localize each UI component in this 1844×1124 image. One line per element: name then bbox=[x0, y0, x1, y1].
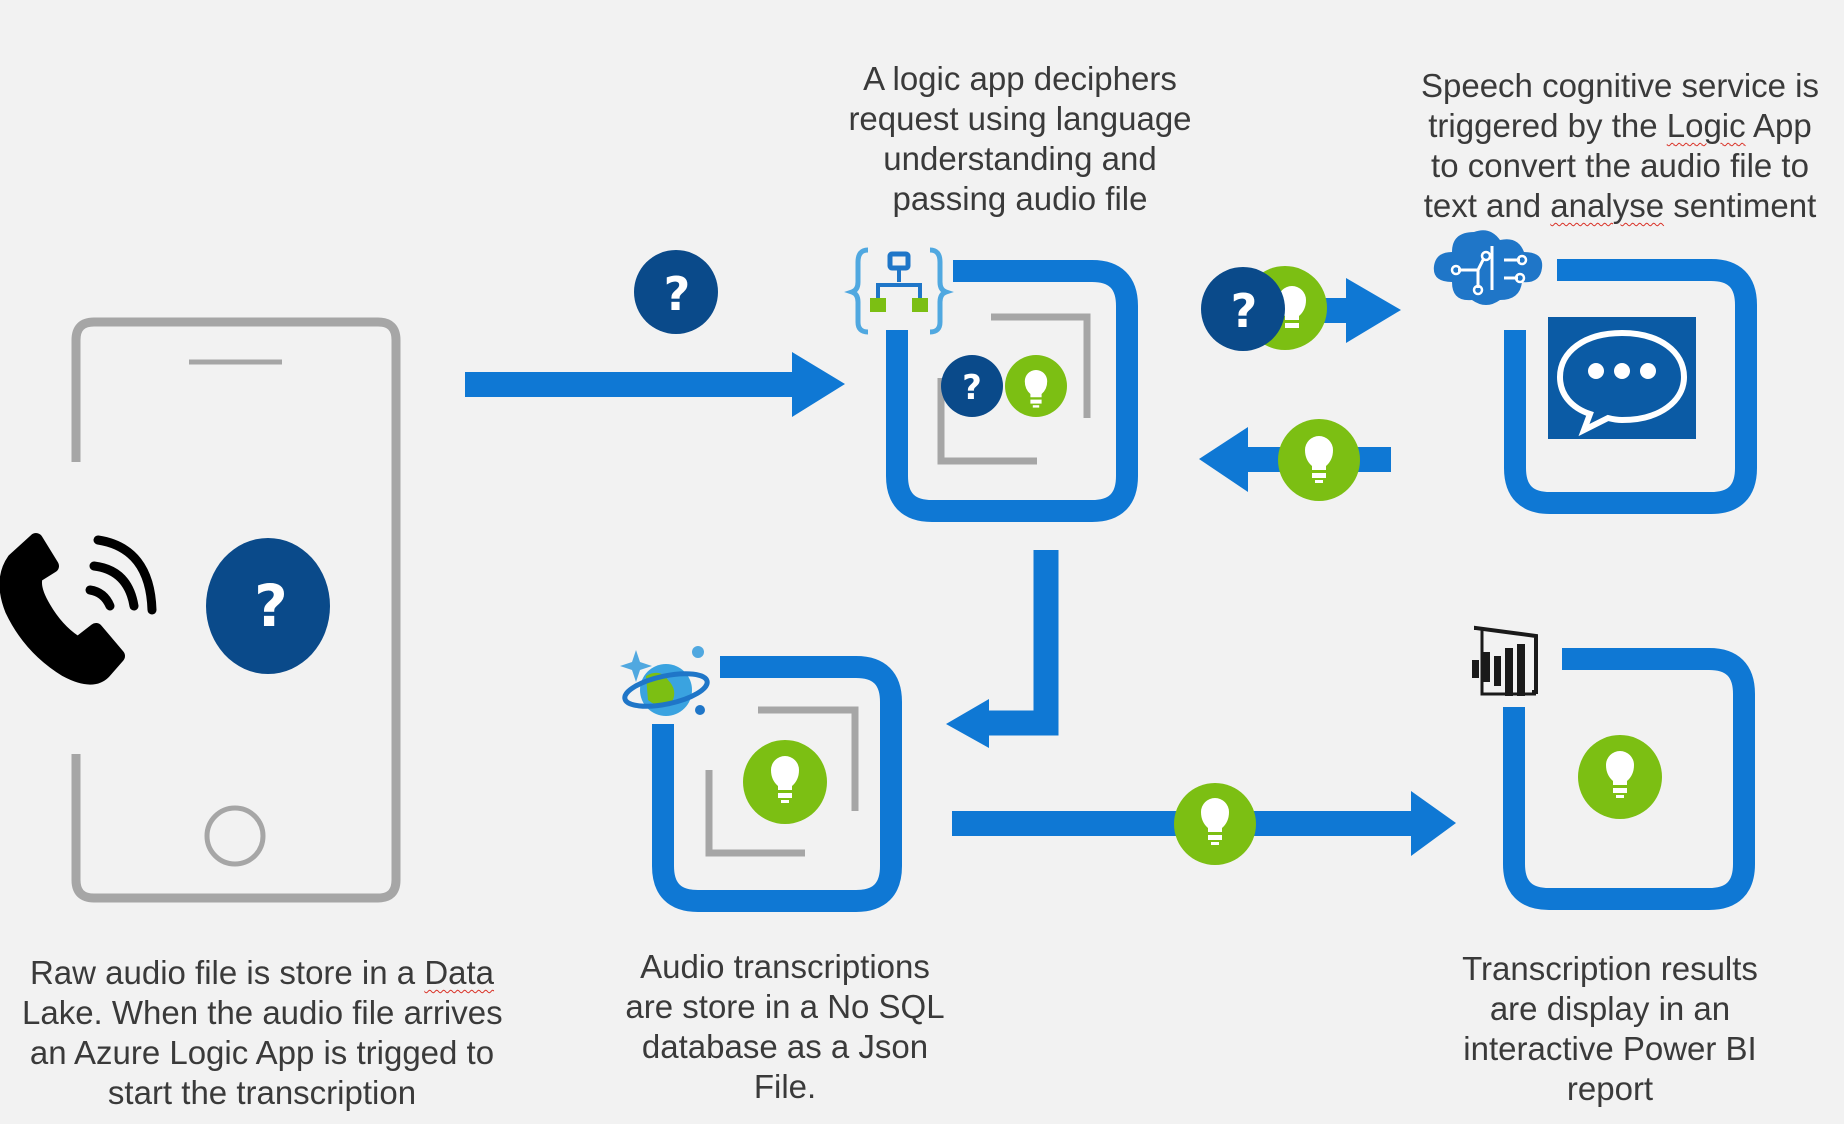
storage-inner-frame bbox=[705, 770, 805, 857]
caption-ingest: Raw audio file is store in a Data Lake. … bbox=[22, 953, 503, 1113]
caption-ingest-line-1-text: Raw audio file is store in a Data bbox=[29, 954, 495, 991]
speech-dot bbox=[1614, 363, 1630, 379]
caption-speech-line-2-post: App bbox=[1745, 107, 1812, 144]
question-mark-icon bbox=[634, 250, 718, 334]
lightbulb-glyph bbox=[1201, 798, 1229, 845]
question-mark-glyph: ? bbox=[1231, 284, 1258, 338]
sound-wave-3 bbox=[93, 535, 157, 615]
sound-wave-2 bbox=[89, 561, 139, 611]
caption-speech-line-2: triggered by the Logic App bbox=[1396, 106, 1844, 146]
caption-ingest-line-1: Raw audio file is store in a Data bbox=[22, 953, 502, 993]
lightbulb-glyph bbox=[1024, 370, 1048, 408]
logic-app-inner-frame bbox=[991, 313, 1091, 418]
caption-report-line-2: are display in an bbox=[1489, 990, 1731, 1027]
caption-speech-line-2-flag: Logic bbox=[1666, 107, 1746, 144]
caption-ingest-line-2: Lake. When the audio file arrives bbox=[22, 994, 503, 1031]
caption-ingest-flag-word: Data bbox=[424, 954, 495, 991]
caption-ingest-line-3: an Azure Logic App is trigged to bbox=[29, 1034, 495, 1071]
cosmos-db-planet-icon bbox=[620, 646, 710, 716]
caption-logic-app: A logic app deciphers request using lang… bbox=[830, 59, 1210, 219]
phone-home-button bbox=[204, 805, 266, 867]
caption-ingest-line-4: start the transcription bbox=[107, 1074, 417, 1111]
power-bi-icon bbox=[1472, 625, 1538, 696]
caption-storage-line-3: database as a Json bbox=[641, 1028, 929, 1065]
caption-storage-line-2: are store in a No SQL bbox=[625, 988, 945, 1025]
caption-report-line-3: interactive Power BI bbox=[1463, 1030, 1757, 1067]
caption-speech-line-4-flag: analyse bbox=[1550, 187, 1665, 224]
caption-report-line-1: Transcription results bbox=[1462, 950, 1758, 987]
speech-dot bbox=[1640, 363, 1656, 379]
caption-logic-line-2: request using language bbox=[848, 100, 1192, 137]
report-node bbox=[1503, 648, 1755, 910]
caption-speech-line-1: Speech cognitive service is bbox=[1420, 67, 1820, 104]
caption-storage-line-1: Audio transcriptions bbox=[640, 948, 930, 985]
question-mark-glyph: ? bbox=[664, 267, 691, 321]
report-frame bbox=[1503, 648, 1755, 910]
sound-wave-1 bbox=[85, 585, 115, 611]
phone-handset bbox=[0, 533, 125, 685]
speech-dot bbox=[1588, 363, 1604, 379]
storage-node bbox=[652, 656, 902, 912]
caption-speech-line-4: text and analyse sentiment bbox=[1396, 186, 1844, 226]
caption-report-line-4: report bbox=[1566, 1070, 1654, 1107]
logic-app-icon bbox=[844, 247, 954, 335]
question-mark-icon bbox=[206, 538, 330, 674]
lightbulb-glyph bbox=[1278, 286, 1306, 328]
arrow-ingest-to-logic bbox=[465, 352, 845, 417]
storage-inner-frame bbox=[758, 706, 859, 811]
phone-device: ? bbox=[71, 317, 401, 903]
caption-storage-line-4: File. bbox=[753, 1068, 817, 1105]
speech-bubble-icon bbox=[1556, 329, 1688, 437]
phone-frame bbox=[71, 317, 401, 903]
logic-app-node: ? bbox=[886, 260, 1138, 522]
storage-frame bbox=[652, 656, 902, 912]
phone-ringing-icon bbox=[0, 533, 157, 685]
speech-service-node bbox=[1504, 259, 1757, 514]
caption-logic-line-4: passing audio file bbox=[892, 180, 1148, 217]
brain-circuit-icon bbox=[1433, 230, 1543, 305]
lightbulb-glyph bbox=[1305, 436, 1333, 483]
question-mark-glyph: ? bbox=[962, 368, 982, 408]
caption-speech-line-3: to convert the audio file to bbox=[1431, 147, 1809, 184]
logic-app-frame bbox=[886, 260, 1138, 522]
caption-logic-line-1: A logic app deciphers bbox=[863, 60, 1177, 97]
question-mark-icon bbox=[1201, 267, 1285, 351]
caption-speech-line-4-pre: text and bbox=[1423, 187, 1551, 224]
caption-speech-line-4-post: sentiment bbox=[1664, 187, 1817, 224]
question-mark-glyph: ? bbox=[254, 572, 288, 640]
arrow-logic-to-storage bbox=[946, 550, 1059, 748]
lightbulb-glyph bbox=[771, 756, 799, 803]
speech-service-frame bbox=[1504, 259, 1757, 514]
caption-storage: Audio transcriptions are store in a No S… bbox=[600, 947, 970, 1107]
caption-speech-line-2-pre: triggered by the bbox=[1428, 107, 1667, 144]
logic-app-inner-frame bbox=[937, 378, 1037, 465]
question-mark-icon bbox=[941, 355, 1003, 417]
caption-speech: Speech cognitive service is triggered by… bbox=[1396, 66, 1844, 226]
lightbulb-glyph bbox=[1606, 751, 1634, 798]
caption-report: Transcription results are display in an … bbox=[1430, 949, 1790, 1109]
caption-logic-line-3: understanding and bbox=[883, 140, 1157, 177]
